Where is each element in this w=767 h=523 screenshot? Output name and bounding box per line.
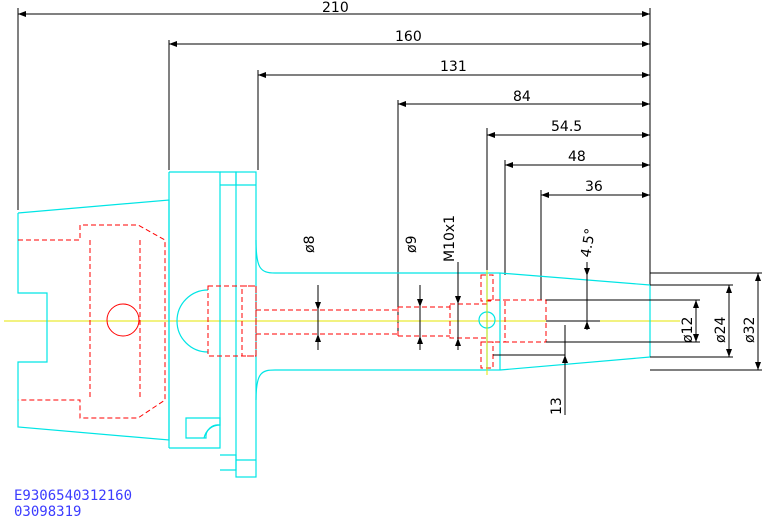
length-dimensions [17,8,651,335]
dim-48: 48 [568,149,586,165]
dim-36: 36 [585,179,603,195]
hidden-features [18,224,547,419]
diameter-dimensions [317,262,762,415]
part-code-line1: E9306540312160 [14,488,133,504]
taper-crosshole [106,303,140,337]
dim-dia-12: ø12 [680,317,696,343]
dim-thread: M10x1 [442,215,458,262]
dimension-arrows [18,11,650,198]
dim-84: 84 [513,89,531,105]
dim-bore-9: ø9 [404,236,420,253]
part-code-line2: 03098319 [14,504,82,520]
dim-offset: 13 [549,397,565,415]
dim-160: 160 [395,29,422,45]
part-outline [17,171,651,478]
dim-54-5: 54.5 [551,119,582,135]
dim-angle: 4.5° [578,227,599,259]
dim-bore-8: ø8 [302,236,318,253]
dim-131: 131 [440,59,467,75]
dim-dia-24: ø24 [713,317,729,343]
dim-210: 210 [322,0,349,16]
dim-dia-32: ø32 [742,317,758,343]
diameter-arrows [315,268,761,370]
